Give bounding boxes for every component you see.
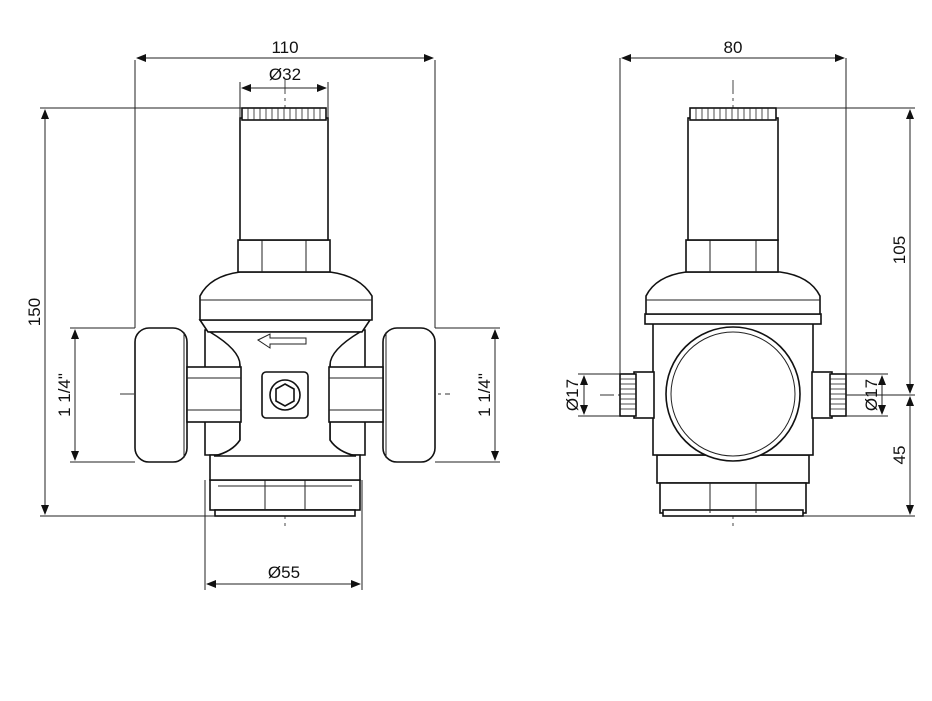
dim-inlet-thread-label: 1 1/4"	[55, 373, 74, 417]
side-adjustment-cap	[687, 107, 779, 241]
dim-gauge-port-right-label: Ø17	[862, 379, 881, 411]
dim-upper-height-label: 105	[890, 236, 909, 264]
dim-cap-diameter-label: Ø32	[269, 65, 301, 84]
dimension-gauge-port-left: Ø17	[563, 373, 620, 417]
left-connection	[134, 327, 242, 463]
dim-outlet-thread-label: 1 1/4"	[475, 373, 494, 417]
gauge-port-left	[619, 371, 655, 419]
adjustment-cap	[239, 107, 329, 241]
dim-overall-height-label: 150	[25, 298, 44, 326]
dimension-lower-height: 45	[803, 396, 915, 517]
filter-bowl	[209, 479, 361, 517]
right-connection	[328, 327, 436, 463]
front-view: 110 Ø32 150 1 1/4" 1 1/4"	[25, 38, 500, 590]
dimension-inlet-thread: 1 1/4"	[55, 327, 135, 463]
dim-overall-width-label: 110	[271, 38, 298, 57]
gauge-port-right	[811, 371, 847, 419]
dimension-bowl-diameter: Ø55	[204, 480, 363, 590]
dim-gauge-port-left-label: Ø17	[563, 379, 582, 411]
side-view: 80 105 45 Ø17 Ø17	[563, 38, 915, 530]
dimension-overall-height: 150	[25, 107, 242, 517]
side-body	[644, 313, 822, 462]
dimension-overall-width: 110	[134, 38, 436, 328]
dimension-outlet-thread: 1 1/4"	[435, 327, 500, 463]
dimension-cap-diameter: Ø32	[239, 65, 329, 118]
dimension-depth: 80	[619, 38, 847, 374]
dim-lower-height-label: 45	[890, 446, 909, 465]
dim-bowl-diameter-label: Ø55	[268, 563, 300, 582]
side-filter-bowl	[656, 454, 810, 517]
valve-body	[198, 319, 372, 481]
dimension-gauge-port-right: Ø17	[846, 373, 888, 417]
bonnet	[199, 239, 373, 321]
dim-depth-label: 80	[724, 38, 743, 57]
side-bonnet	[645, 239, 821, 315]
